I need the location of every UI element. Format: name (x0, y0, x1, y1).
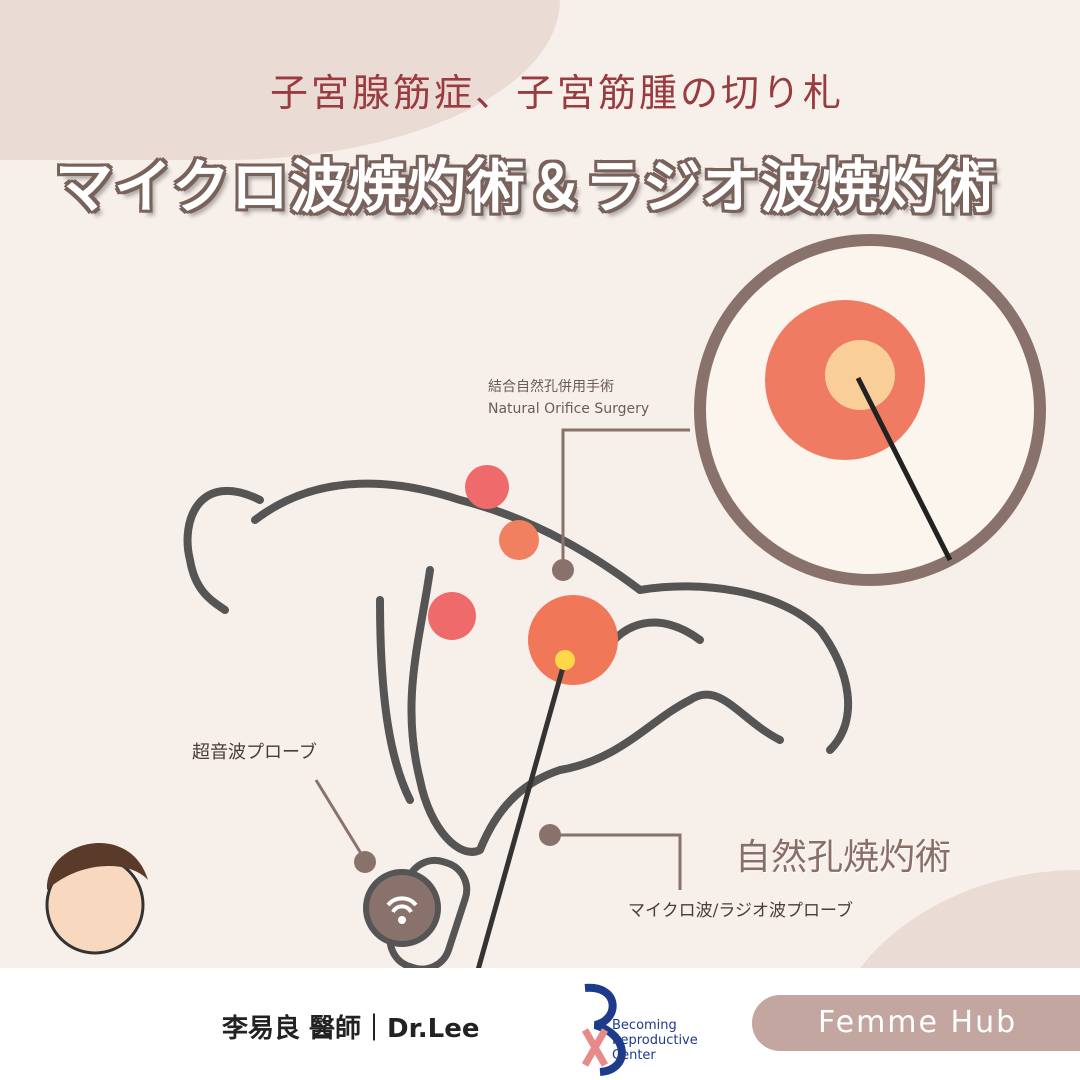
ablation-needle (475, 659, 568, 971)
natural-ablation-label: 自然孔焼灼術 (735, 837, 952, 878)
brand-name: Becoming Reproductive Center (612, 1018, 698, 1063)
doctor-name: 李易良 醫師｜Dr.Lee (222, 1014, 480, 1044)
fibroid-icon (428, 465, 618, 685)
femme-hub-badge: Femme Hub (752, 995, 1080, 1051)
natural-orifice-en: Natural Orifice Surgery (488, 401, 650, 417)
pointer-dot (539, 824, 561, 846)
ultrasound-probe-label: 超音波プローブ (192, 742, 317, 763)
natural-orifice-zh: 結合自然孔併用手術 (488, 379, 614, 395)
ultrasound-probe-icon (363, 856, 471, 973)
pointer-dot (552, 559, 574, 581)
natural-orifice-label: 結合自然孔併用手術 Natural Orifice Surgery (488, 376, 649, 420)
subtitle: 子宮腺筋症、子宮筋腫の切り札 (270, 71, 845, 115)
uterus-outline (183, 479, 853, 856)
brand-line: Reproductive (612, 1033, 698, 1048)
mw-rf-probe-label: マイクロ波/ラジオ波プローブ (628, 901, 854, 921)
magnified-tumor-view (694, 234, 1046, 586)
brand-line: Center (612, 1048, 656, 1063)
brand-line: Becoming (612, 1018, 677, 1033)
pointer-dot (354, 851, 376, 873)
page-title: マイクロ波焼灼術＆ラジオ波焼灼術 (55, 153, 997, 221)
